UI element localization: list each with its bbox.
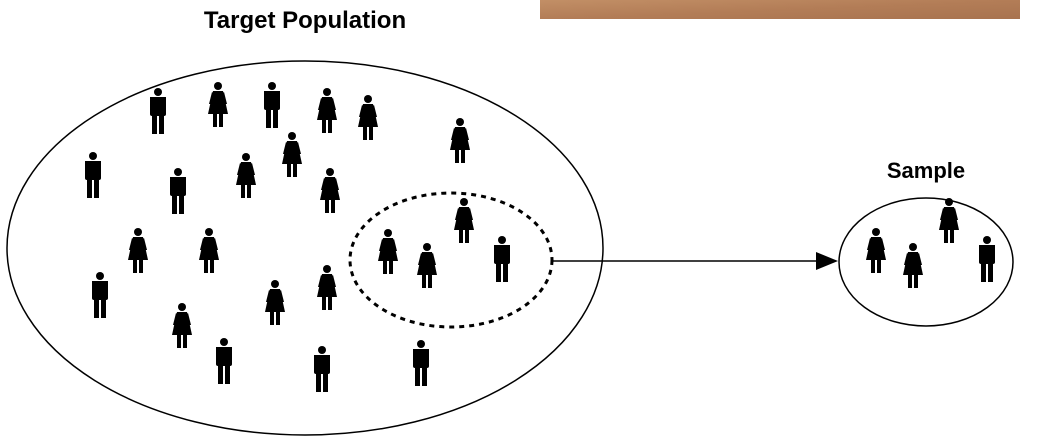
sample-title: Sample	[887, 158, 965, 183]
person-male-icon	[979, 236, 995, 282]
population-ellipse	[7, 61, 603, 435]
person-male-icon	[264, 82, 280, 128]
person-female-icon	[172, 303, 192, 348]
person-female-icon	[417, 243, 437, 288]
arrow-right-icon	[553, 252, 838, 270]
sample-figures	[866, 198, 995, 288]
person-female-icon	[866, 228, 886, 273]
person-female-icon	[199, 228, 219, 273]
person-male-icon	[92, 272, 108, 318]
person-female-icon	[317, 265, 337, 310]
person-female-icon	[236, 153, 256, 198]
person-female-icon	[128, 228, 148, 273]
person-male-icon	[170, 168, 186, 214]
person-female-icon	[358, 95, 378, 140]
population-title: Target Population	[204, 7, 406, 34]
person-female-icon	[378, 229, 398, 274]
person-male-icon	[150, 88, 166, 134]
person-female-icon	[208, 82, 228, 127]
population-figures	[85, 82, 510, 392]
person-female-icon	[903, 243, 923, 288]
person-male-icon	[216, 338, 232, 384]
photo-strip	[540, 0, 1020, 19]
person-female-icon	[317, 88, 337, 133]
person-female-icon	[320, 168, 340, 213]
person-female-icon	[450, 118, 470, 163]
person-male-icon	[314, 346, 330, 392]
person-female-icon	[265, 280, 285, 325]
person-male-icon	[413, 340, 429, 386]
person-female-icon	[454, 198, 474, 243]
person-male-icon	[494, 236, 510, 282]
person-female-icon	[282, 132, 302, 177]
person-female-icon	[939, 198, 959, 243]
person-male-icon	[85, 152, 101, 198]
